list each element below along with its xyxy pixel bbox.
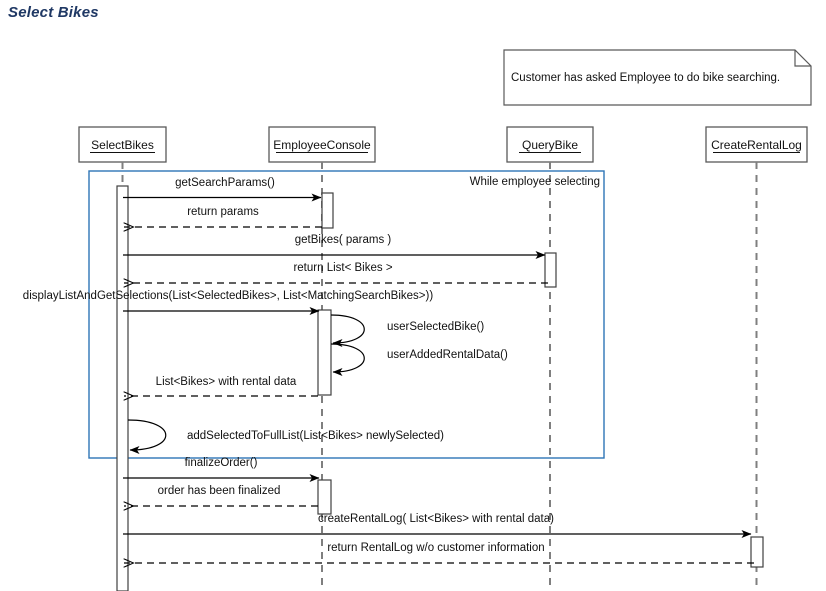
message-return-rentallog[interactable]: return RentalLog w/o customer informatio… [124, 542, 754, 563]
message-label: return params [187, 206, 259, 218]
message-self-arrow [127, 419, 167, 454]
message-self-arrow [330, 343, 365, 376]
note-text: Customer has asked Employee to do bike s… [511, 72, 780, 84]
lifeline-name: QueryBike [522, 138, 578, 152]
lifeline-box [705, 126, 808, 163]
message-getsearchparams[interactable]: getSearchParams() [123, 177, 322, 202]
message-displaylistandgetselections[interactable]: displayListAndGetSelections(List<Selecte… [23, 290, 434, 315]
message-label: userSelectedBike() [387, 321, 484, 333]
lifeline-name: SelectBikes [91, 138, 154, 152]
note-comment: Customer has asked Employee to do bike s… [503, 49, 812, 106]
page-title: Select Bikes [8, 4, 99, 21]
note-fold-icon [794, 50, 811, 67]
message-useraddedrentaldata[interactable]: userAddedRentalData() [330, 343, 508, 376]
activation-bar-employeeconsole-2 [317, 309, 332, 396]
message-list-bikes-rental-data[interactable]: List<Bikes> with rental data [124, 376, 318, 396]
lifeline-name: EmployeeConsole [273, 138, 371, 152]
activation-bar-createrentallog [750, 536, 764, 568]
activation-bar-employeeconsole-1 [321, 192, 334, 229]
message-finalizeorder[interactable]: finalizeOrder() [123, 457, 320, 482]
lifeline-header-querybike[interactable]: QueryBike [506, 126, 594, 163]
combined-fragment-loop: While employee selecting [88, 170, 605, 459]
message-addselectedtofulllist[interactable]: addSelectedToFullList(List<Bikes> newlyS… [127, 419, 444, 454]
message-getbikes[interactable]: getBikes( params ) [123, 234, 546, 259]
message-label: addSelectedToFullList(List<Bikes> newlyS… [187, 430, 444, 442]
activation-bar-selectbikes [116, 185, 129, 591]
note-shape [503, 49, 812, 106]
fragment-label: While employee selecting [470, 176, 600, 188]
message-userselectedbike[interactable]: userSelectedBike() [330, 314, 484, 347]
fragment-box [88, 170, 605, 459]
message-label: getBikes( params ) [295, 234, 392, 246]
message-label: displayListAndGetSelections(List<Selecte… [23, 290, 434, 302]
message-self-arrow [330, 314, 365, 347]
lifeline-header-employeeconsole[interactable]: EmployeeConsole [268, 126, 376, 163]
lifeline-header-createrentallog[interactable]: CreateRentalLog [705, 126, 808, 163]
message-return-params[interactable]: return params [124, 206, 322, 227]
message-label: order has been finalized [158, 485, 281, 497]
lifeline-name: CreateRentalLog [711, 138, 802, 152]
activation-bar-querybike [544, 252, 557, 288]
message-createrentallog[interactable]: createRentalLog( List<Bikes> with rental… [123, 513, 752, 538]
message-label: getSearchParams() [175, 177, 275, 189]
message-order-finalized[interactable]: order has been finalized [124, 485, 318, 506]
activation-bar-employeeconsole-3 [317, 479, 332, 515]
message-return-list-bikes[interactable]: return List< Bikes > [124, 262, 548, 283]
lifeline-box [78, 126, 167, 163]
message-label: finalizeOrder() [185, 457, 258, 469]
message-label: List<Bikes> with rental data [156, 376, 297, 388]
lifeline-header-selectbikes[interactable]: SelectBikes [78, 126, 167, 163]
message-label: return RentalLog w/o customer informatio… [327, 542, 544, 554]
message-label: createRentalLog( List<Bikes> with rental… [318, 513, 554, 525]
message-label: userAddedRentalData() [387, 349, 508, 361]
message-label: return List< Bikes > [293, 262, 392, 274]
lifeline-box [268, 126, 376, 163]
